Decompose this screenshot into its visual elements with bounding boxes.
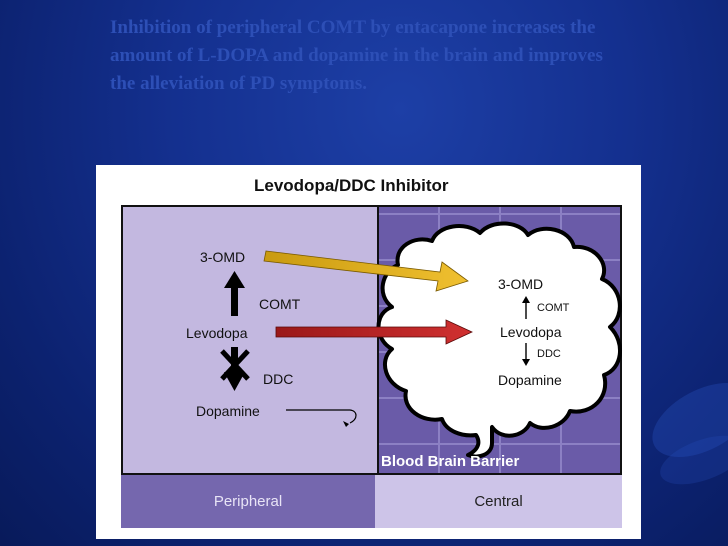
zone-label-bar: Peripheral Central (121, 475, 622, 528)
peripheral-comt-label: COMT (259, 296, 301, 312)
diagram-panel: Levodopa/DDC Inhibitor Peripheral Centra… (96, 165, 641, 539)
peripheral-label: Peripheral (121, 475, 375, 528)
slide-title: Inhibition of peripheral COMT by entacap… (110, 17, 603, 94)
dopamine-exit-arrow (286, 409, 357, 427)
central-comt-label: COMT (537, 302, 570, 314)
peripheral-levodopa-label: Levodopa (186, 325, 248, 341)
peripheral-ddc-label: DDC (263, 371, 294, 387)
levodopa-transport-arrow (275, 319, 473, 345)
central-ddc-label: DDC (537, 348, 561, 360)
peripheral-dopamine-label: Dopamine (196, 403, 260, 419)
x-mark-icon (220, 349, 250, 381)
diagram-graphics (220, 221, 623, 459)
central-arrow-down-icon (522, 343, 530, 366)
central-label: Central (375, 475, 622, 528)
central-levodopa-label: Levodopa (500, 324, 562, 340)
arrow-up-icon (224, 271, 245, 316)
blood-brain-barrier-label: Blood Brain Barrier (381, 453, 520, 470)
peripheral-zone (123, 207, 377, 473)
central-3omd-label: 3-OMD (498, 276, 544, 292)
peripheral-3omd-label: 3-OMD (200, 249, 246, 265)
omd-transport-arrow (263, 250, 469, 292)
central-dopamine-label: Dopamine (498, 372, 562, 388)
diagram-title: Levodopa/DDC Inhibitor (254, 176, 449, 195)
central-arrow-up-icon (522, 296, 530, 319)
